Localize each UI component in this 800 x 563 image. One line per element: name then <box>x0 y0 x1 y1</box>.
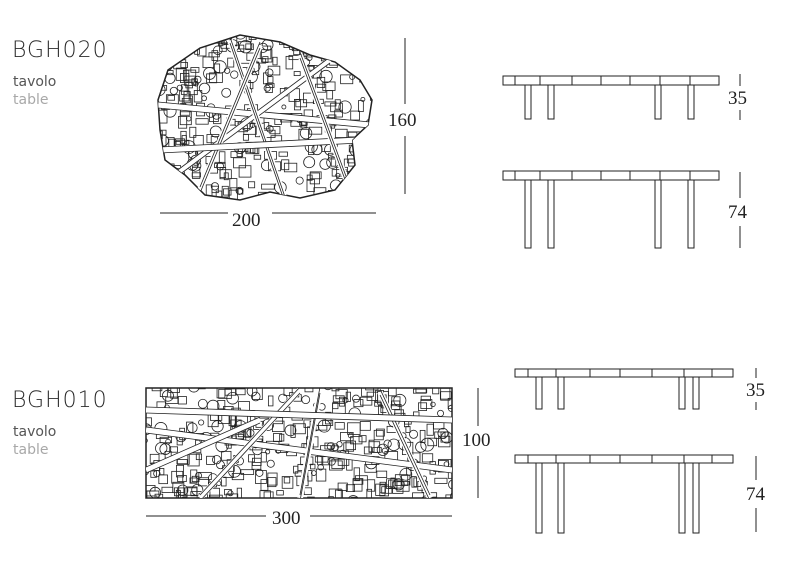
product-code-bgh020: BGH020 <box>12 38 108 63</box>
dimension-lines-bgh020 <box>160 38 741 248</box>
dimension-lines-bgh010 <box>146 368 757 532</box>
dimension-height-low-bgh020: 35 <box>728 88 747 109</box>
dimension-height-high-bgh010: 74 <box>746 484 765 505</box>
top-view-bgh010 <box>145 387 453 499</box>
label-english-bgh020: table <box>13 92 49 108</box>
side-view-low-bgh010 <box>514 368 734 410</box>
side-view-high-bgh010 <box>514 454 734 534</box>
dimension-width-bgh010: 300 <box>272 508 301 529</box>
product-code-bgh010: BGH010 <box>12 388 108 413</box>
side-view-high-bgh020 <box>502 170 720 249</box>
label-italian-bgh020: tavolo <box>13 74 57 90</box>
dimension-depth-bgh010: 100 <box>462 430 491 451</box>
top-view-bgh020 <box>157 34 373 201</box>
dimension-height-high-bgh020: 74 <box>728 202 747 223</box>
dimension-height-low-bgh010: 35 <box>746 380 765 401</box>
side-view-low-bgh020 <box>502 75 720 120</box>
label-english-bgh010: table <box>13 442 49 458</box>
label-italian-bgh010: tavolo <box>13 424 57 440</box>
dimension-depth-bgh020: 160 <box>388 110 417 131</box>
dimension-width-bgh020: 200 <box>232 210 261 231</box>
